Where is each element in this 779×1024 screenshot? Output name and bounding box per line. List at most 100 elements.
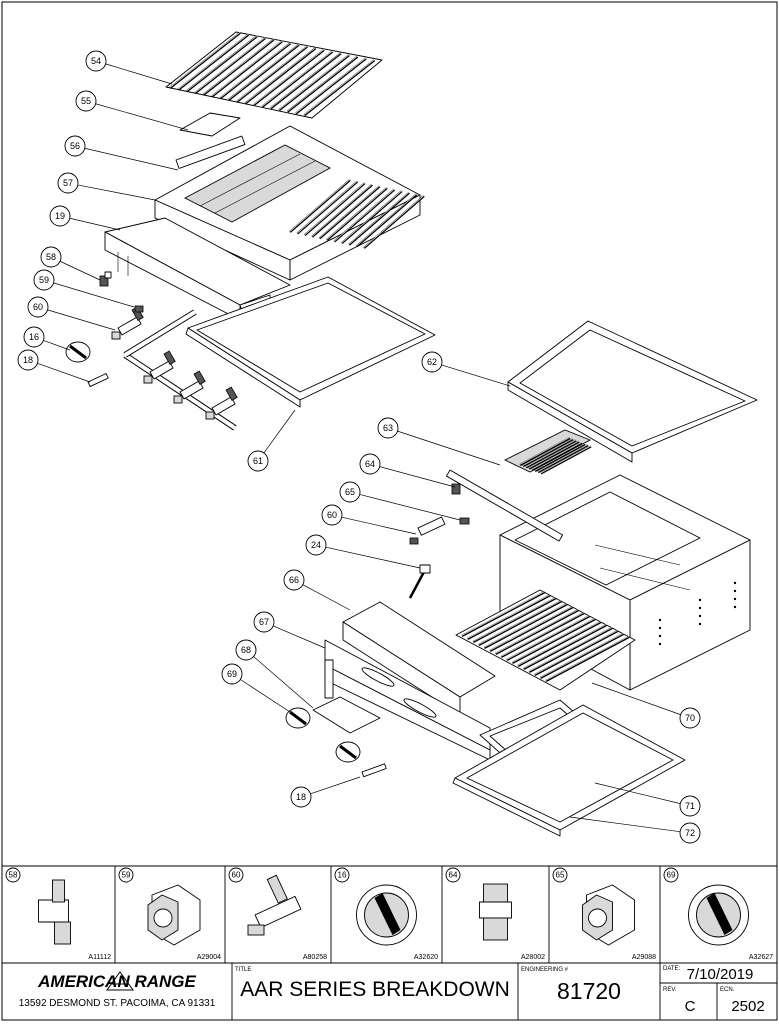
callout-c66: 66 bbox=[289, 575, 299, 585]
callout-bubble bbox=[305, 534, 327, 556]
valve-orifice bbox=[143, 375, 153, 384]
chassis-grate-bar-highlight bbox=[349, 191, 410, 245]
top-grate-bar bbox=[219, 42, 292, 100]
chassis-grate-bar-highlight bbox=[297, 180, 358, 234]
detail-part-illustration bbox=[38, 879, 71, 945]
brand-logo: AMERICAN RANGE bbox=[37, 971, 197, 991]
leader-line bbox=[43, 340, 71, 351]
callout-c72: 72 bbox=[685, 828, 695, 838]
callout-c65: 65 bbox=[345, 487, 355, 497]
top-grate-bar bbox=[236, 45, 308, 103]
leader-line bbox=[325, 546, 421, 569]
pilot-stem bbox=[52, 879, 65, 903]
top-grate-bar bbox=[169, 32, 241, 89]
leader-line bbox=[47, 309, 116, 331]
detail-item-number: 58 bbox=[9, 871, 18, 880]
valve-orifice bbox=[205, 411, 215, 420]
rack-bar-highlight bbox=[506, 615, 590, 660]
burner-grate-bar-highlight bbox=[531, 441, 583, 470]
top-grate-bar bbox=[295, 57, 367, 115]
burner-grate-bar-highlight bbox=[519, 437, 571, 465]
knob-right-a bbox=[285, 707, 311, 729]
leader-line bbox=[59, 260, 101, 281]
burner-grate-bar-highlight bbox=[534, 443, 586, 471]
valve-orifice bbox=[247, 924, 265, 936]
rack-bar bbox=[472, 597, 557, 643]
valve-stem bbox=[193, 370, 206, 385]
pilot-body bbox=[38, 899, 69, 923]
chassis-grate-bar bbox=[363, 195, 425, 249]
vent-hole bbox=[698, 606, 702, 610]
rack-bar bbox=[506, 615, 591, 661]
chassis-grate-bar-highlight bbox=[363, 195, 425, 248]
top-grate-bar bbox=[244, 47, 317, 105]
rack-bar bbox=[489, 606, 574, 652]
fitting-right bbox=[459, 517, 470, 525]
detail-bubble bbox=[118, 867, 134, 883]
detail-part-illustration bbox=[582, 884, 635, 946]
burner-grate-bar-highlight bbox=[522, 438, 574, 466]
burner-grate-bar-highlight bbox=[537, 444, 589, 472]
callout-bubble bbox=[85, 50, 107, 72]
leader-line bbox=[591, 682, 681, 715]
leader-line bbox=[273, 625, 326, 649]
knob-left bbox=[65, 341, 91, 363]
callout-bubble bbox=[235, 639, 257, 661]
callout-bubble bbox=[253, 611, 275, 633]
vent-hole bbox=[658, 634, 662, 638]
callout-c24: 24 bbox=[311, 540, 321, 550]
callout-c64: 64 bbox=[365, 459, 375, 469]
valve-bracket bbox=[324, 639, 491, 761]
rack-bar bbox=[483, 603, 568, 649]
drawing-date: 7/10/2019 bbox=[687, 966, 754, 983]
callout-c18b: 18 bbox=[296, 792, 306, 802]
oven-rack bbox=[455, 589, 636, 691]
top-grate-bar-highlight bbox=[245, 47, 316, 103]
detail-bubble bbox=[445, 867, 461, 883]
callout-bubble bbox=[64, 135, 86, 157]
rack-bar-highlight bbox=[512, 618, 596, 663]
drawing-title: AAR SERIES BREAKDOWN bbox=[240, 978, 510, 1001]
valve-stem bbox=[225, 386, 238, 401]
knob-pointer bbox=[374, 893, 401, 935]
engineering-label: ENGINEERING # bbox=[521, 967, 569, 973]
grate-rail bbox=[179, 112, 241, 137]
top-grate-bar-highlight bbox=[169, 32, 241, 88]
rack-bar-highlight bbox=[517, 621, 602, 666]
callout-bubble bbox=[49, 205, 71, 227]
top-grate-bar-highlight bbox=[304, 59, 375, 115]
vent-hole bbox=[658, 618, 662, 622]
rack-bar-highlight bbox=[529, 627, 613, 672]
burner-grate-bar bbox=[534, 443, 586, 472]
callout-bubble bbox=[321, 504, 343, 526]
thermocouple-left bbox=[87, 373, 109, 387]
top-grate-bar-highlight bbox=[220, 42, 291, 98]
valve-orifice bbox=[111, 331, 121, 340]
main-chassis bbox=[154, 125, 425, 281]
valve-stem bbox=[163, 350, 176, 365]
burner-grate-bar bbox=[522, 438, 574, 468]
chassis-grate-bar bbox=[326, 187, 388, 241]
leader-line bbox=[105, 63, 173, 85]
thermostat-probe bbox=[408, 564, 431, 599]
callout-bubble bbox=[339, 481, 361, 503]
rack-bar bbox=[478, 600, 563, 646]
nut-bore bbox=[588, 908, 607, 928]
leader-line bbox=[95, 103, 189, 131]
chassis-grate-bar bbox=[318, 185, 381, 240]
rack-bar-highlight bbox=[461, 591, 546, 636]
leader-line bbox=[379, 466, 456, 488]
rack-bar bbox=[511, 618, 596, 664]
burner-grate-bar bbox=[540, 445, 592, 475]
pilot-valve-small bbox=[99, 271, 112, 287]
callout-c55: 55 bbox=[81, 96, 91, 106]
drip-tray-upper bbox=[185, 276, 436, 408]
detail-part-illustration bbox=[356, 884, 417, 946]
detail-part-illustration bbox=[479, 883, 512, 941]
rack-bar-highlight bbox=[467, 594, 551, 639]
leader-line bbox=[77, 184, 156, 201]
detail-item-number: 59 bbox=[122, 871, 131, 880]
callout-c16: 16 bbox=[29, 332, 39, 342]
detail-bubble bbox=[228, 867, 244, 883]
